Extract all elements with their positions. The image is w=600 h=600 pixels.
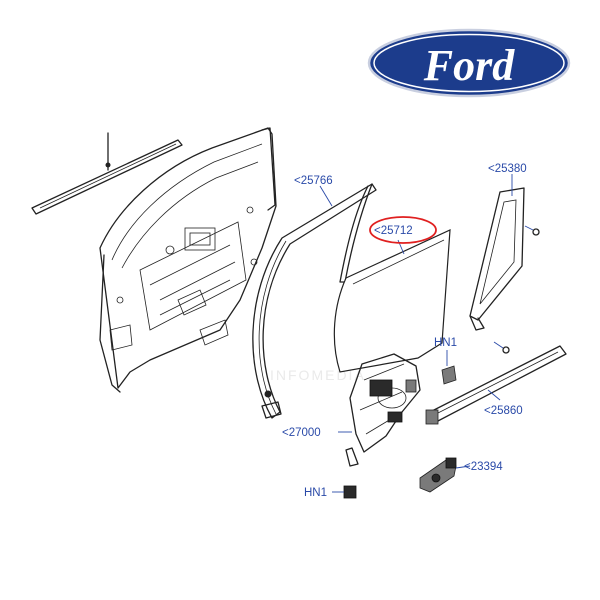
glass-run-channel <box>252 183 377 419</box>
window-regulator <box>345 353 421 467</box>
hn1-fastener-bottom <box>332 485 357 499</box>
callout-hn1-bottom: HN1 <box>304 487 327 499</box>
quarter-window-frame <box>469 187 540 354</box>
callout-25712: <25712 <box>374 225 413 237</box>
callout-hn1-top: HN1 <box>434 337 457 349</box>
callout-23394: <23394 <box>464 461 503 473</box>
ford-logo: Ford <box>367 28 571 98</box>
rear-door-shell <box>99 127 277 393</box>
belt-weatherstrip-left <box>31 132 183 215</box>
belt-weatherstrip-right <box>425 345 567 425</box>
hn1-clip-top <box>441 350 457 385</box>
highlight-ring <box>369 216 437 244</box>
leader-lines <box>319 174 513 469</box>
callout-25860: <25860 <box>484 405 523 417</box>
window-motor <box>419 457 457 493</box>
door-glass <box>333 229 451 373</box>
callout-27000: <27000 <box>282 427 321 439</box>
callout-25766: <25766 <box>294 175 333 187</box>
callout-25380: <25380 <box>488 163 527 175</box>
ford-logo-text: Ford <box>423 41 515 90</box>
